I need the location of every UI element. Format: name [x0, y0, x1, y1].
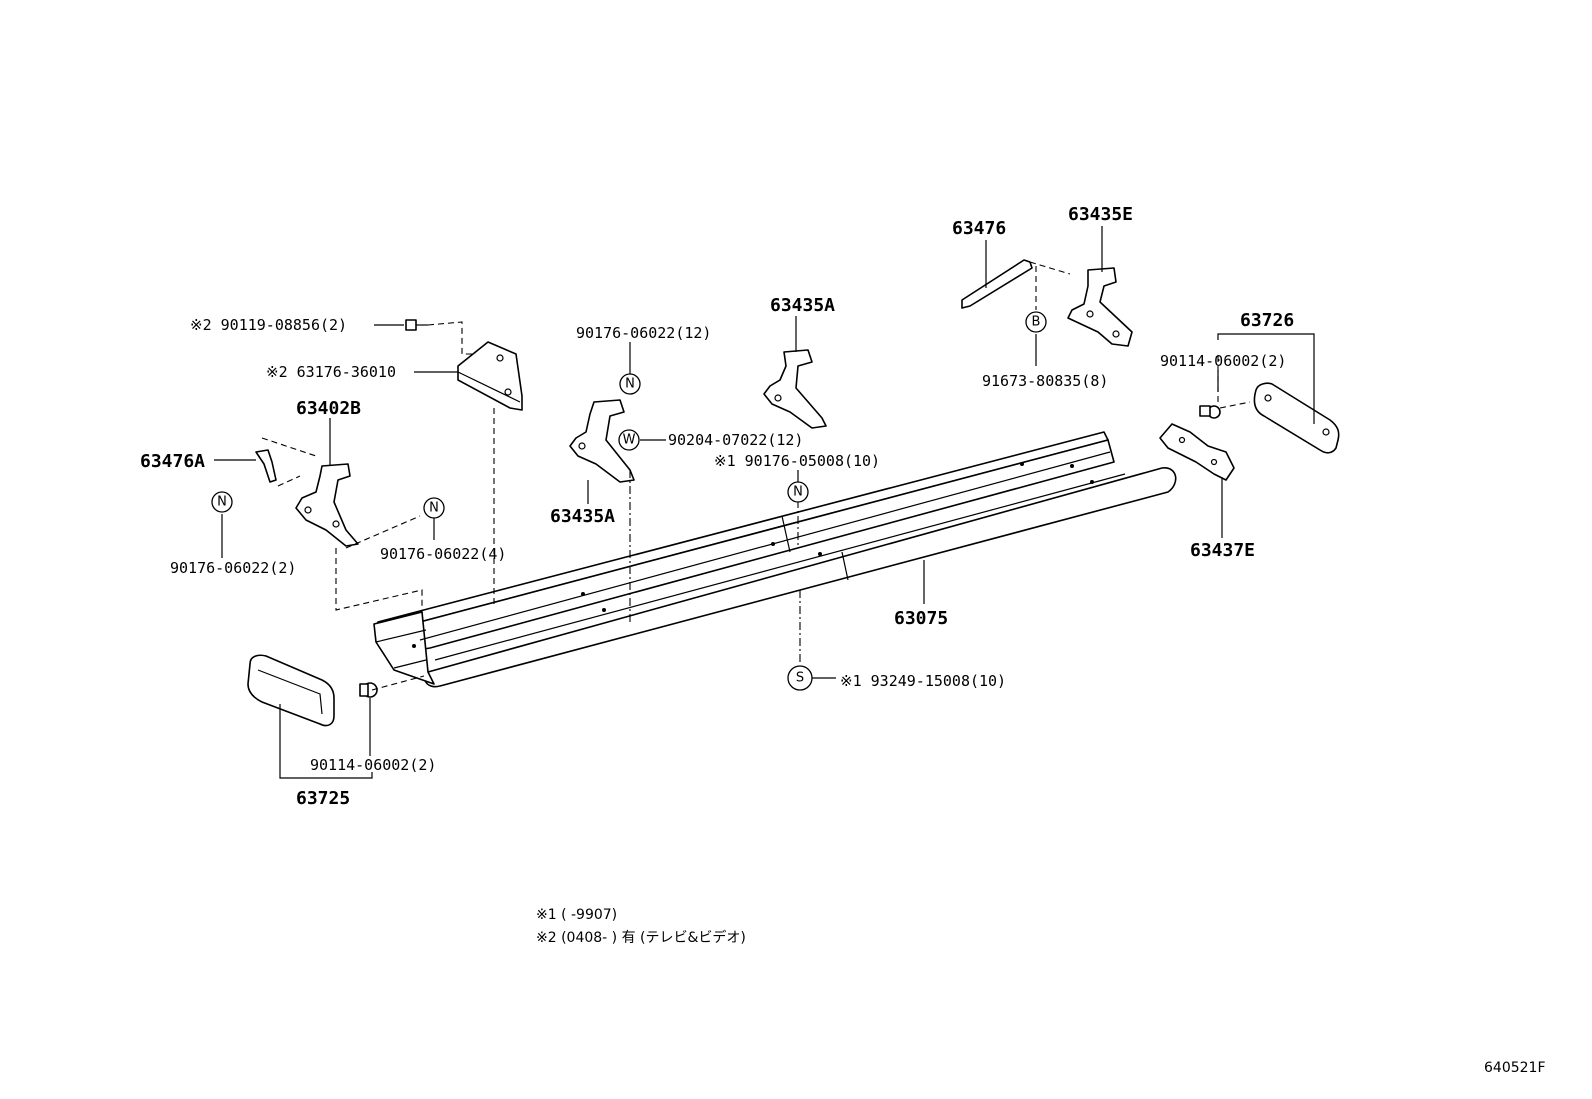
leader-lines [214, 226, 1315, 779]
label-63725: 63725 [296, 788, 350, 809]
svg-text:N: N [793, 485, 803, 500]
label-90176-06022-2: 90176-06022(2) [170, 559, 296, 577]
svg-text:N: N [217, 495, 227, 510]
label-90176-06022-4: 90176-06022(4) [380, 545, 506, 563]
rod-63476 [961, 259, 1033, 309]
end-cap-63726 [1253, 382, 1340, 454]
footnote-2: ※2 (0408- ) 有 (テレビ&ビデオ) [536, 929, 746, 946]
side-rail-63075 [373, 431, 1177, 688]
label-63437E: 63437E [1190, 540, 1255, 561]
label-90204-07022: 90204-07022(12) [668, 431, 803, 449]
label-90176-06022-12: 90176-06022(12) [576, 324, 711, 342]
svg-text:N: N [625, 377, 635, 392]
label-90114-06002-right: 90114-06002(2) [1160, 352, 1286, 370]
clip-90114-left [359, 682, 378, 698]
svg-text:B: B [1032, 315, 1041, 330]
label-93249-15008: ※1 93249-15008(10) [840, 672, 1006, 690]
bracket-63402B [295, 463, 359, 547]
svg-text:S: S [796, 671, 804, 686]
svg-text:N: N [429, 501, 439, 516]
bracket-63435A-upper [763, 349, 827, 429]
label-63402B: 63402B [296, 398, 361, 419]
label-63435E: 63435E [1068, 204, 1133, 225]
symbol-n-upper: N [619, 373, 641, 395]
label-90176-05008: ※1 90176-05008(10) [714, 452, 880, 470]
footnote-1: ※1 ( -9907) [536, 907, 617, 923]
bracket-63176-36010 [457, 341, 523, 411]
svg-text:W: W [623, 433, 636, 448]
label-63476: 63476 [952, 218, 1006, 239]
symbol-n-middle: N [787, 481, 809, 503]
label-63075: 63075 [894, 608, 948, 629]
label-63435A-top: 63435A [770, 295, 835, 316]
end-cap-63725 [247, 654, 335, 727]
label-63176-36010: ※2 63176-36010 [266, 363, 396, 381]
screw-90119-08856 [405, 319, 428, 331]
label-63435A-bottom: 63435A [550, 506, 615, 527]
symbol-b: B [1025, 311, 1047, 333]
bracket-63435E [1067, 267, 1133, 347]
bracket-63437E [1159, 423, 1235, 481]
label-91673-80835: 91673-80835(8) [982, 372, 1108, 390]
label-90119-08856: ※2 90119-08856(2) [190, 316, 347, 334]
symbol-w: W [618, 429, 640, 451]
symbol-s: S [787, 665, 813, 691]
symbol-n-left: N [211, 491, 233, 513]
clip-90114-right [1199, 405, 1221, 419]
rod-63476A [255, 449, 277, 483]
diagram-id: 640521F [1484, 1060, 1546, 1076]
label-63726: 63726 [1240, 310, 1294, 331]
label-63476A: 63476A [140, 451, 205, 472]
label-90114-06002-left: 90114-06002(2) [310, 756, 436, 774]
symbol-n-bracket: N [423, 497, 445, 519]
bracket-63435A-lower [569, 399, 635, 483]
assembly-lines [261, 261, 1251, 691]
